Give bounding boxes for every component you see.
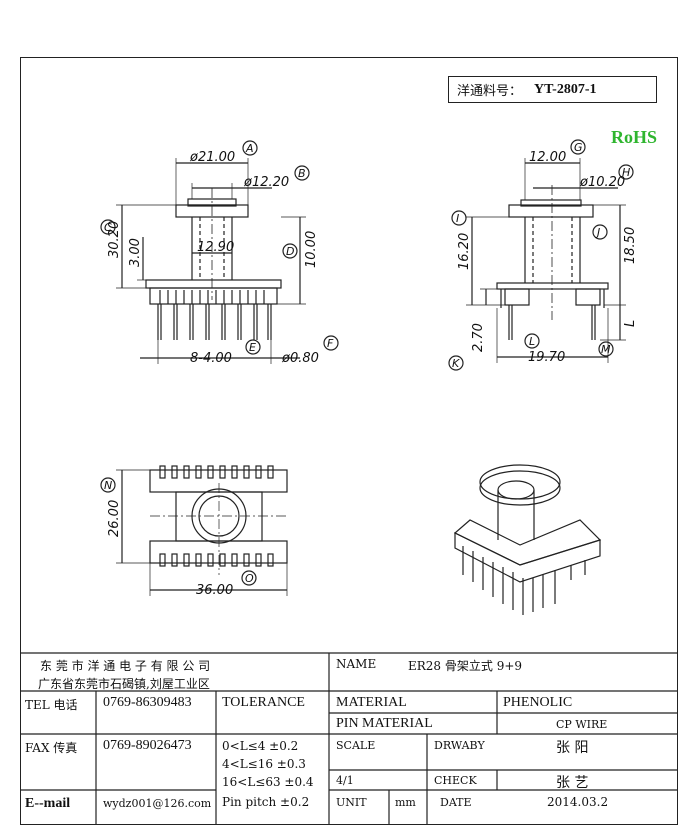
tolerance-label: TOLERANCE <box>222 695 305 710</box>
callout-n: N <box>104 479 112 492</box>
dim-m-value: L <box>623 320 638 327</box>
company-address: 广东省东莞市石碣镇,刘屋工业区 <box>38 677 210 691</box>
date-value: 2014.03.2 <box>547 795 609 809</box>
callout-d: D <box>286 245 294 258</box>
material-value: PHENOLIC <box>503 695 573 710</box>
rohs-mark: RoHS <box>611 127 658 147</box>
tel-value: 0769-86309483 <box>103 695 192 710</box>
scale-value: 4/1 <box>336 774 354 787</box>
title-block-lines <box>20 652 678 825</box>
fax-value: 0769-89026473 <box>103 738 192 753</box>
callout-g: G <box>574 141 583 154</box>
material-label: MATERIAL <box>336 695 407 710</box>
callout-b: B <box>298 167 306 180</box>
dim-three-value: 3.00 <box>128 238 143 267</box>
pin-material-value: CP WIRE <box>556 718 608 731</box>
dim-inner-value: 12.90 <box>197 240 234 255</box>
dim-pitch-value: 8-4.00 <box>190 351 232 366</box>
dim-k-value: 2.70 <box>471 323 486 352</box>
drawn-value: 张 阳 <box>556 740 589 756</box>
tel-label: TEL 电话 <box>25 698 78 712</box>
dim-o-value: 36.00 <box>196 583 233 598</box>
callout-o: O <box>245 572 254 585</box>
name-label: NAME <box>336 657 377 671</box>
side-view <box>448 139 634 371</box>
pin-material-label: PIN MATERIAL <box>336 716 433 731</box>
company-name: 东 莞 市 洋 通 电 子 有 限 公 司 <box>40 659 211 673</box>
tolerance-row-4: Pin pitch ±0.2 <box>222 795 310 809</box>
top-view <box>100 465 288 596</box>
dim-j-value: 18.50 <box>623 227 638 264</box>
dim-a-value: ø21.00 <box>189 150 235 165</box>
part-number-value: YT-2807-1 <box>534 81 597 97</box>
callout-a: A <box>245 142 254 155</box>
callout-f: F <box>327 337 334 350</box>
dim-g-value: 12.00 <box>529 150 566 165</box>
drawn-label: DRWABY <box>434 739 485 752</box>
dim-n-value: 26.00 <box>107 500 122 537</box>
dim-d-value: 10.00 <box>304 231 319 268</box>
unit-value: mm <box>395 796 416 809</box>
check-label: CHECK <box>434 774 477 787</box>
dim-l-value: 19.70 <box>528 350 565 365</box>
dim-h-value: ø10.20 <box>579 175 625 190</box>
isometric-view <box>453 464 602 615</box>
callout-l: L <box>529 335 535 348</box>
drawing-frame <box>20 57 678 825</box>
tolerance-row-3: 16<L≤63 ±0.4 <box>222 775 314 789</box>
unit-label: UNIT <box>336 796 367 809</box>
callout-k: K <box>452 357 460 370</box>
dim-c-value: 30.20 <box>107 221 122 258</box>
callout-c: C <box>104 221 112 234</box>
dim-i-value: 16.20 <box>457 233 472 270</box>
email-label: E--mail <box>25 796 71 811</box>
callout-m: M <box>601 343 611 356</box>
tolerance-row-1: 0<L≤4 ±0.2 <box>222 739 299 753</box>
part-number-label: 洋通料号： <box>457 84 523 99</box>
front-view <box>100 140 339 364</box>
date-label: DATE <box>440 796 472 809</box>
name-value: ER28 骨架立式 9+9 <box>408 659 523 673</box>
callout-i: I <box>456 212 459 225</box>
callout-e: E <box>249 341 256 354</box>
part-number-box: 洋通料号： YT-2807-1 <box>448 76 657 103</box>
check-value: 张 艺 <box>556 775 589 791</box>
callout-j: J <box>595 226 600 239</box>
callout-h: H <box>622 166 630 179</box>
scale-label: SCALE <box>336 739 376 752</box>
fax-label: FAX 传真 <box>25 741 78 755</box>
dim-pin-value: ø0.80 <box>281 351 319 366</box>
email-value: wydz001@126.com <box>103 797 212 810</box>
tolerance-row-2: 4<L≤16 ±0.3 <box>222 757 306 771</box>
dim-b-value: ø12.20 <box>243 175 289 190</box>
